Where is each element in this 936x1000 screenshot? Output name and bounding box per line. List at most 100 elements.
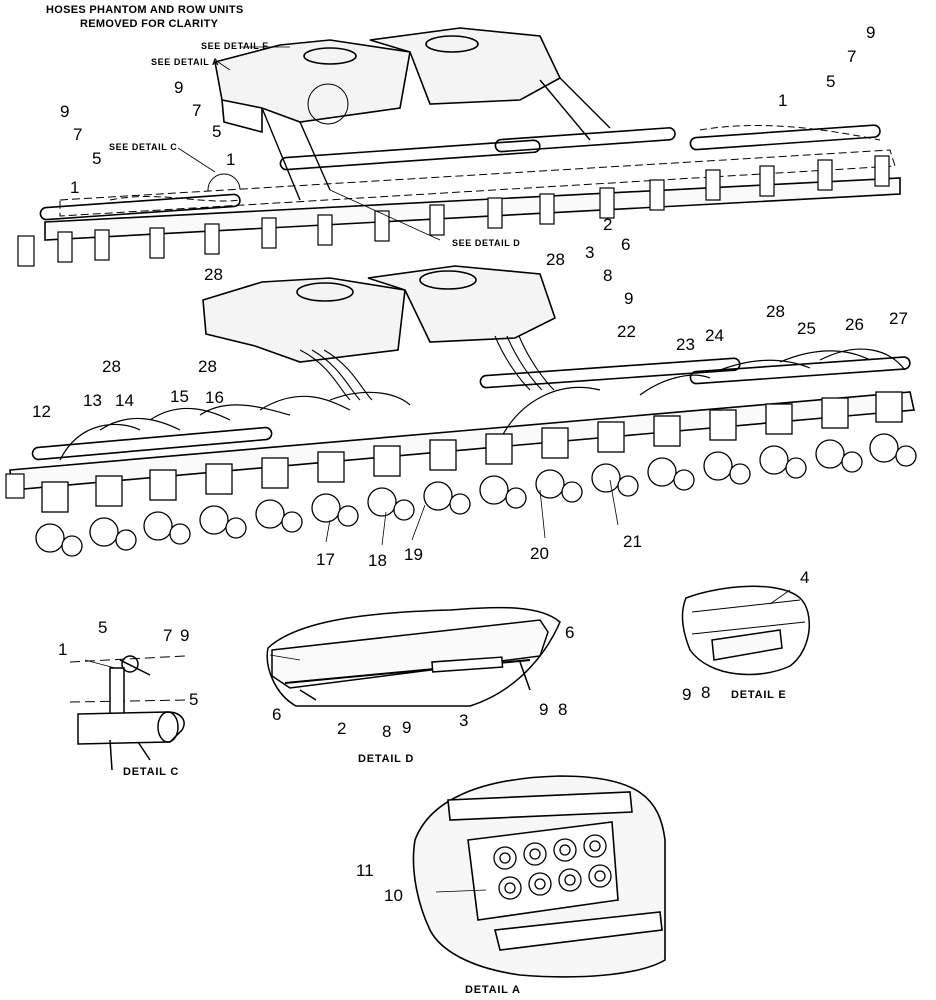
callout-number: 9 (402, 718, 412, 737)
callout-number: 24 (705, 326, 724, 345)
callout-number: 9 (624, 289, 634, 308)
row-unit (423, 439, 471, 515)
callout-number: 8 (603, 266, 613, 285)
detail-a-view (412, 775, 666, 978)
see-detail-d-label: SEE DETAIL D (452, 238, 521, 248)
callout-number: 28 (546, 250, 565, 269)
bottom-full-assembly (5, 265, 917, 557)
callout-number: 26 (845, 315, 864, 334)
row-unit (199, 463, 247, 539)
callout-number: 28 (198, 357, 217, 376)
top-toolbar-front (44, 177, 901, 241)
callout-number: 14 (115, 391, 134, 410)
top-hopper-right (369, 27, 562, 105)
top-row-brackets (17, 155, 890, 267)
detail-d-beam (271, 619, 549, 689)
detail-e-clamp (711, 629, 783, 661)
top-hopper-lid-left (303, 47, 357, 65)
callout-number: 3 (459, 711, 469, 730)
callout-number: 9 (539, 700, 549, 719)
see-detail-c-label: SEE DETAIL C (109, 142, 178, 152)
callout-number: 6 (565, 623, 575, 642)
row-unit (255, 457, 303, 533)
top-bar-left (39, 193, 241, 221)
top-hopper-left (214, 39, 411, 123)
row-unit (367, 445, 415, 521)
bottom-hopper-right (367, 265, 556, 343)
callout-number: 1 (70, 178, 80, 197)
callout-number: 7 (192, 101, 202, 120)
callout-number: 22 (617, 322, 636, 341)
callout-number: 9 (866, 23, 876, 42)
callout-number: 8 (382, 722, 392, 741)
see-detail-a-label: SEE DETAIL A (151, 57, 220, 67)
row-unit (35, 481, 83, 557)
callout-number: 9 (682, 685, 692, 704)
callout-number: 28 (102, 357, 121, 376)
row-unit (703, 409, 751, 485)
top-bar-center (279, 139, 541, 171)
top-toolbar-rear (59, 149, 896, 217)
row-units (35, 391, 917, 557)
note-title-line2: REMOVED FOR CLARITY (80, 18, 219, 30)
callout-number: 2 (337, 719, 347, 738)
callout-number: 21 (623, 532, 642, 551)
callout-number: 16 (205, 388, 224, 407)
see-detail-e-label: SEE DETAIL E (201, 41, 269, 51)
callout-number: 5 (92, 149, 102, 168)
callout-number: 28 (766, 302, 785, 321)
bottom-bar-left (31, 426, 273, 461)
callout-number: 23 (676, 335, 695, 354)
row-unit (311, 451, 359, 527)
callout-number: 5 (98, 618, 108, 637)
callout-number: 1 (226, 150, 236, 169)
callout-number: 9 (174, 78, 184, 97)
detail-a-caption: DETAIL A (465, 984, 521, 996)
callout-number: 7 (73, 125, 83, 144)
callout-number: 5 (212, 122, 222, 141)
detail-d-view (266, 606, 561, 707)
callout-number: 6 (621, 235, 631, 254)
callout-number: 7 (163, 626, 173, 645)
callout-number: 8 (558, 700, 568, 719)
detail-a-circle (307, 83, 349, 125)
callout-number: 5 (826, 72, 836, 91)
row-unit (143, 469, 191, 545)
bottom-hopper-left (202, 277, 406, 363)
detail-e-view (681, 585, 811, 676)
row-unit (535, 427, 583, 503)
callout-number: 1 (778, 91, 788, 110)
detail-d-caption: DETAIL D (358, 753, 415, 765)
row-unit (479, 433, 527, 509)
callout-number: 13 (83, 391, 102, 410)
row-unit (647, 415, 695, 491)
callout-number: 8 (701, 683, 711, 702)
detail-a-fittings (493, 834, 612, 900)
callout-number: 10 (384, 886, 403, 905)
callout-number: 28 (204, 265, 223, 284)
callout-number: 25 (797, 319, 816, 338)
callout-number: 17 (316, 550, 335, 569)
callout-number: 12 (32, 402, 51, 421)
callout-number: 11 (356, 861, 374, 880)
top-bar-right (494, 127, 676, 153)
callout-number: 15 (170, 387, 189, 406)
note-title-line1: HOSES PHANTOM AND ROW UNITS (46, 4, 244, 16)
top-bar-far-right (689, 124, 881, 151)
callout-number: 20 (530, 544, 549, 563)
row-unit (815, 397, 863, 473)
callout-number: 19 (404, 545, 423, 564)
callout-number: 6 (272, 705, 282, 724)
callout-number: 5 (189, 690, 199, 709)
row-unit (591, 421, 639, 497)
detail-c-view (69, 655, 189, 771)
callout-number: 18 (368, 551, 387, 570)
callout-number: 7 (847, 47, 857, 66)
callout-number: 4 (800, 568, 810, 587)
callout-number: 9 (60, 102, 70, 121)
callout-number: 3 (585, 243, 595, 262)
detail-c-bar (77, 711, 185, 745)
callout-number: 9 (180, 626, 190, 645)
row-unit (869, 391, 917, 467)
